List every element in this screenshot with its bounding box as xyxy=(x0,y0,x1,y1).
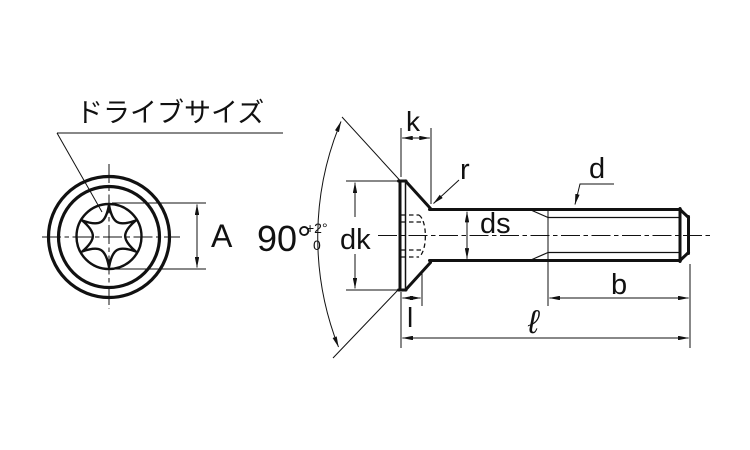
head-top-view: A ドライブサイズ xyxy=(42,98,283,309)
thread-runout-bottom xyxy=(531,251,549,261)
dim-d-leader xyxy=(574,183,614,205)
head-cone-bottom xyxy=(404,261,432,292)
dim-r-label: r xyxy=(460,154,470,186)
drive-size-label: ドライブサイズ xyxy=(76,98,264,128)
angle-extension-top xyxy=(341,116,401,181)
dim-d-label: d xyxy=(589,153,605,185)
angle-arc xyxy=(317,121,342,348)
dim-r-leader xyxy=(433,179,460,204)
angle-label: 90° xyxy=(257,218,311,259)
angle-extension-bottom xyxy=(332,289,399,359)
dim-b-label: b xyxy=(611,269,627,301)
angle-tolerance-upper: +2° xyxy=(306,220,328,236)
drive-size-leader xyxy=(56,132,103,213)
screw-side-view xyxy=(378,179,713,292)
dimensions: k r d ds dk 90° +2° 0 l b ℓ xyxy=(257,106,691,359)
dim-a-label: A xyxy=(211,218,233,254)
dim-length-label: ℓ xyxy=(527,303,540,340)
dim-k-label: k xyxy=(406,106,421,137)
angle-tolerance-lower: 0 xyxy=(313,237,321,253)
dim-dk-label: dk xyxy=(340,224,371,256)
dim-l-label: l xyxy=(407,302,413,333)
dim-ds-label: ds xyxy=(480,208,511,240)
thread-runout-top xyxy=(531,209,549,219)
head-cone-top xyxy=(404,179,432,210)
